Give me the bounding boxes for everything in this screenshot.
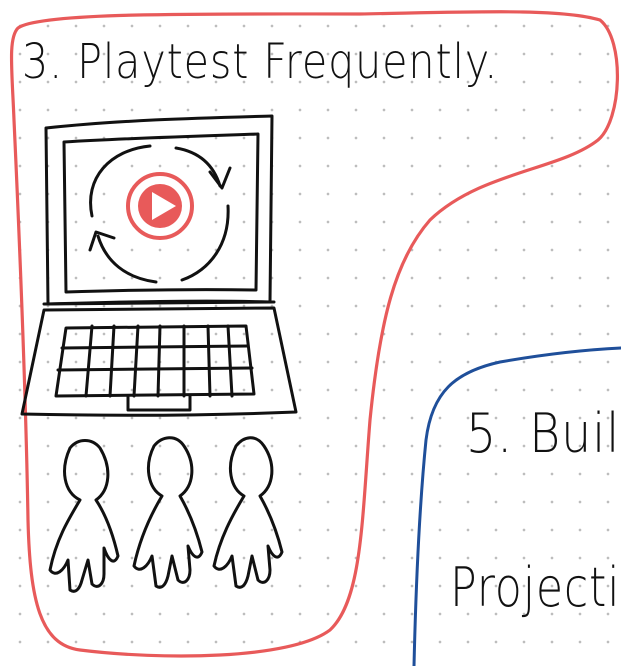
person-icon bbox=[132, 436, 204, 589]
laptop-icon bbox=[20, 114, 298, 417]
play-button-icon bbox=[126, 172, 194, 240]
section-5-border bbox=[412, 346, 621, 666]
person-icon bbox=[48, 439, 120, 593]
section-3-border bbox=[9, 10, 619, 658]
refresh-cycle-icon bbox=[88, 144, 232, 284]
section-3-title: 3. Playtest Frequently. bbox=[22, 34, 499, 90]
section-5-title: 5. Buil bbox=[466, 402, 621, 465]
person-icon bbox=[212, 436, 284, 589]
section-5-subtitle: Projecti bbox=[450, 556, 621, 619]
